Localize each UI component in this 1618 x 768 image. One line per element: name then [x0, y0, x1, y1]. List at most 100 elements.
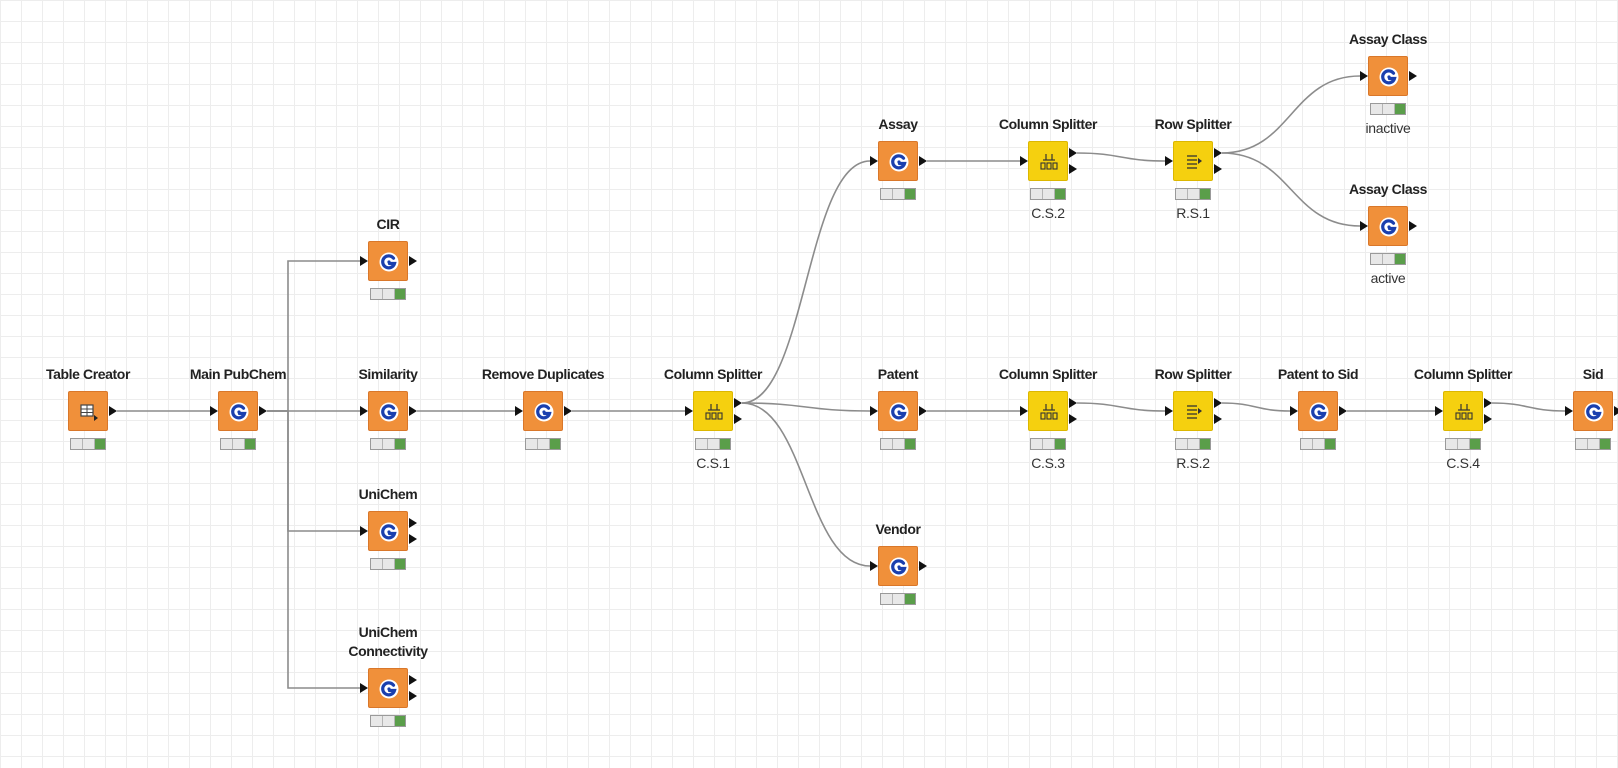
- output-port[interactable]: [1069, 164, 1077, 174]
- output-port[interactable]: [1214, 398, 1222, 408]
- output-port[interactable]: [109, 406, 117, 416]
- output-port[interactable]: [1214, 148, 1222, 158]
- input-port[interactable]: [1020, 156, 1028, 166]
- input-port[interactable]: [1020, 406, 1028, 416]
- output-port[interactable]: [1069, 414, 1077, 424]
- node-box[interactable]: [878, 391, 918, 431]
- output-port[interactable]: [919, 561, 927, 571]
- output-port[interactable]: [1214, 164, 1222, 174]
- node-remove-duplicates[interactable]: Remove Duplicates: [473, 331, 613, 491]
- connection-cs1-to-vendor[interactable]: [741, 402, 871, 567]
- input-port[interactable]: [1565, 406, 1573, 416]
- output-port[interactable]: [1409, 71, 1417, 81]
- node-box[interactable]: [218, 391, 258, 431]
- output-port[interactable]: [564, 406, 572, 416]
- output-port[interactable]: [734, 414, 742, 424]
- input-port[interactable]: [515, 406, 523, 416]
- output-port[interactable]: [409, 518, 417, 528]
- node-patent-to-sid[interactable]: Patent to Sid: [1248, 331, 1388, 491]
- output-port[interactable]: [1614, 406, 1618, 416]
- node-box[interactable]: [523, 391, 563, 431]
- input-port[interactable]: [1360, 71, 1368, 81]
- connection-cs2-to-rs1[interactable]: [1076, 152, 1166, 162]
- input-port[interactable]: [870, 561, 878, 571]
- output-port[interactable]: [1214, 414, 1222, 424]
- node-box[interactable]: [1573, 391, 1613, 431]
- output-port[interactable]: [409, 406, 417, 416]
- node-box[interactable]: [1028, 391, 1068, 431]
- output-port[interactable]: [1484, 398, 1492, 408]
- node-box[interactable]: [1173, 391, 1213, 431]
- input-port[interactable]: [210, 406, 218, 416]
- output-port[interactable]: [1484, 414, 1492, 424]
- input-port[interactable]: [1165, 406, 1173, 416]
- node-status-indicator: [1175, 438, 1211, 450]
- connection-rs2-to-patent-to-sid[interactable]: [1221, 402, 1291, 412]
- input-port[interactable]: [1435, 406, 1443, 416]
- connection-cs1-to-assay[interactable]: [741, 160, 871, 404]
- output-port[interactable]: [409, 675, 417, 685]
- node-vendor[interactable]: Vendor: [828, 486, 968, 646]
- node-box[interactable]: [1368, 206, 1408, 246]
- connection-cs4-to-sid[interactable]: [1491, 402, 1566, 412]
- output-port[interactable]: [919, 406, 927, 416]
- node-box[interactable]: [878, 546, 918, 586]
- output-port[interactable]: [1069, 398, 1077, 408]
- input-port[interactable]: [1165, 156, 1173, 166]
- node-box[interactable]: [1443, 391, 1483, 431]
- output-port[interactable]: [409, 256, 417, 266]
- node-box[interactable]: [1173, 141, 1213, 181]
- output-port[interactable]: [259, 406, 267, 416]
- connection-cs1-to-patent[interactable]: [741, 402, 871, 412]
- output-port[interactable]: [409, 691, 417, 701]
- connection-cs3-to-rs2[interactable]: [1076, 402, 1166, 412]
- pubchem-icon: [1584, 402, 1604, 427]
- node-box[interactable]: [693, 391, 733, 431]
- node-similarity[interactable]: Similarity: [318, 331, 458, 491]
- output-port[interactable]: [1409, 221, 1417, 231]
- node-box[interactable]: [1368, 56, 1408, 96]
- output-port[interactable]: [734, 398, 742, 408]
- node-sid[interactable]: Sid: [1523, 331, 1618, 491]
- node-box[interactable]: [368, 668, 408, 708]
- input-port[interactable]: [685, 406, 693, 416]
- node-box[interactable]: [1298, 391, 1338, 431]
- node-cir[interactable]: CIR: [318, 181, 458, 341]
- node-box[interactable]: [368, 241, 408, 281]
- input-port[interactable]: [360, 406, 368, 416]
- node-box[interactable]: [368, 391, 408, 431]
- connection-rs1-to-assay-class-active[interactable]: [1221, 152, 1361, 227]
- input-port[interactable]: [1360, 221, 1368, 231]
- input-port[interactable]: [360, 683, 368, 693]
- node-box[interactable]: [878, 141, 918, 181]
- input-port[interactable]: [870, 406, 878, 416]
- input-port[interactable]: [360, 526, 368, 536]
- input-port[interactable]: [1290, 406, 1298, 416]
- output-port[interactable]: [1339, 406, 1347, 416]
- input-port[interactable]: [360, 256, 368, 266]
- node-table-creator[interactable]: Table Creator: [18, 331, 158, 491]
- input-port[interactable]: [870, 156, 878, 166]
- output-port[interactable]: [409, 534, 417, 544]
- node-patent[interactable]: Patent: [828, 331, 968, 491]
- node-box[interactable]: [68, 391, 108, 431]
- connection-main-pubchem-to-unichem-connectivity[interactable]: [267, 410, 360, 689]
- connection-rs1-to-assay-class-inactive[interactable]: [1221, 75, 1361, 154]
- output-port[interactable]: [1069, 148, 1077, 158]
- node-box[interactable]: [368, 511, 408, 551]
- node-box[interactable]: [1028, 141, 1068, 181]
- node-main-pubchem[interactable]: Main PubChem: [168, 331, 308, 491]
- node-unichem[interactable]: UniChem: [318, 451, 458, 611]
- node-assay[interactable]: Assay: [828, 81, 968, 241]
- output-port[interactable]: [919, 156, 927, 166]
